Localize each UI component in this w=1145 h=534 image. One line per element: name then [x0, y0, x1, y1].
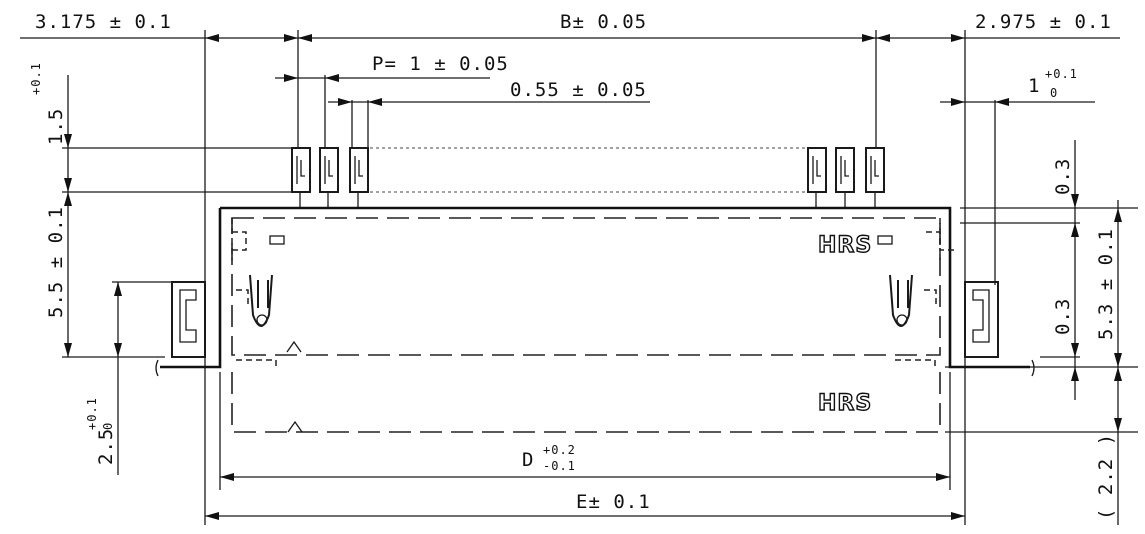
- dimension-labels: 3.175 ± 0.1 B± 0.05 2.975 ± 0.1 P= 1 ± 0…: [35, 11, 1112, 513]
- left-side-tab: [155, 281, 206, 377]
- contact-pads: [291, 147, 885, 208]
- contact-width-label: 0.55 ± 0.05: [510, 79, 647, 101]
- bottom-width-dimensions: [205, 473, 965, 520]
- right-tab-dimension: [940, 98, 1095, 106]
- mating-outline: [231, 372, 941, 433]
- overall-width-label: E± 0.1: [576, 491, 651, 513]
- connector-body: [160, 206, 1030, 370]
- pad-length-tol: +0.1: [29, 62, 43, 95]
- pitch-span-label: B± 0.05: [560, 11, 647, 33]
- right-tab-tol-bot: 0: [1050, 86, 1058, 100]
- right-tab-tol-top: +0.1: [1045, 67, 1078, 81]
- tab-height-tol-bot: 0: [101, 422, 115, 430]
- horizontal-extension-lines: [62, 147, 1138, 433]
- contact-pad: [349, 147, 369, 193]
- hrs-logo-lower: HRS: [818, 391, 872, 416]
- inner-width-label: D: [522, 449, 534, 471]
- tab-height-tol-top: +0.1: [85, 397, 99, 430]
- contact-pad: [865, 147, 885, 193]
- inner-width-tol-top: +0.2: [543, 443, 576, 457]
- tab-height-label: 2.5: [95, 428, 117, 465]
- extension-lines: [204, 30, 996, 525]
- side-clear-top-label: 0.3: [1052, 158, 1074, 195]
- contact-pad: [319, 147, 339, 193]
- rotated-labels: 1.5 +0.1 5.5 ± 0.1 2.5 +0.1 0 0.3 0.3 5.…: [29, 62, 1117, 520]
- side-clear-bottom-label: 0.3: [1052, 298, 1074, 335]
- right-vertical-dimensions: [1071, 140, 1122, 525]
- body-height-right-label: 5.3 ± 0.1: [1095, 228, 1117, 340]
- contact-pad: [835, 147, 855, 193]
- top-dimension-row: [20, 34, 1120, 42]
- pitch-dimension: [275, 74, 490, 82]
- right-offset-label: 2.975 ± 0.1: [975, 11, 1112, 33]
- body-height-left-label: 5.5 ± 0.1: [45, 206, 67, 318]
- contact-width-dimension: [328, 98, 650, 106]
- right-tab-label: 1: [1028, 75, 1040, 97]
- hrs-logo-upper: HRS: [818, 233, 872, 258]
- left-offset-label: 3.175 ± 0.1: [35, 11, 172, 33]
- contact-pad: [807, 147, 827, 193]
- left-vertical-dimensions: [64, 75, 122, 475]
- right-side-tab: [964, 281, 1035, 377]
- pitch-label: P= 1 ± 0.05: [372, 53, 509, 75]
- contact-pad: [291, 147, 311, 193]
- inner-width-tol-bot: -0.1: [543, 459, 576, 473]
- reference-height-label: ( 2.2 ): [1095, 433, 1117, 520]
- pad-length-label: 1.5: [45, 108, 67, 145]
